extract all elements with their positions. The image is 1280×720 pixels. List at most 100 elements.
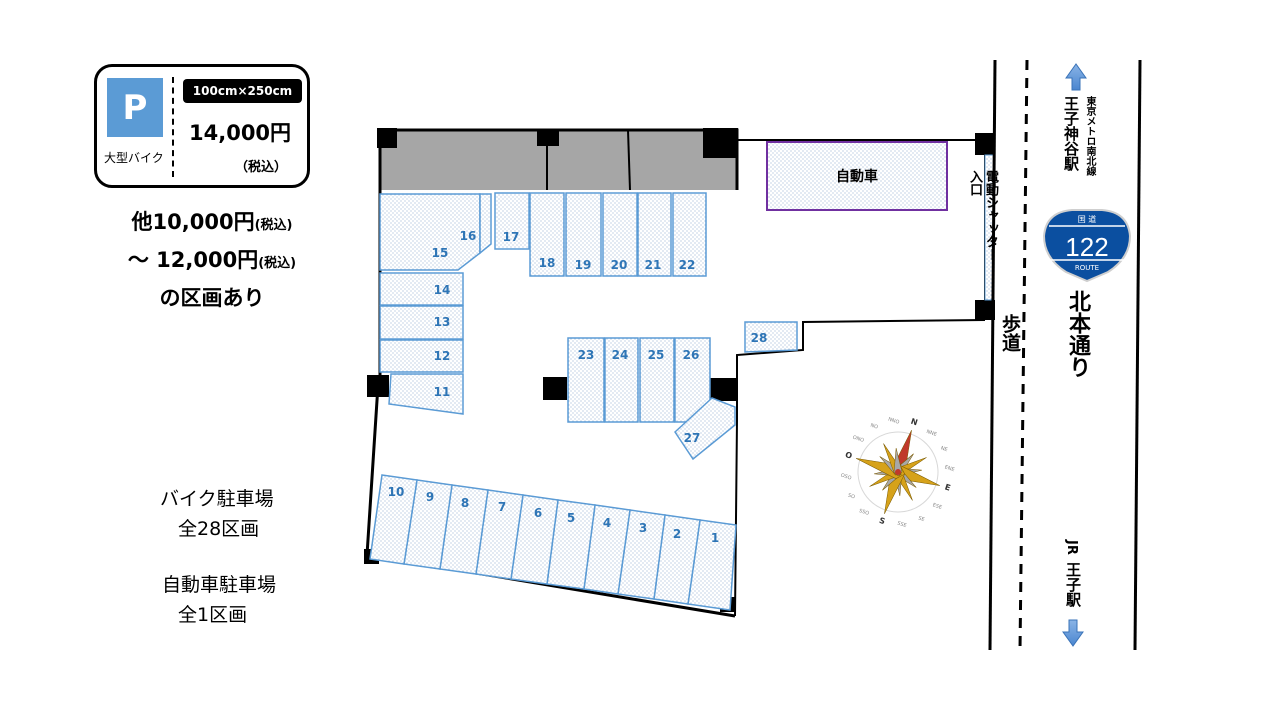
price-range-note: 他10,000円(税込) ～ 12,000円(税込) の区画あり: [96, 205, 328, 316]
route-122-sign-icon: 国 道 122 ROUTE: [1042, 209, 1132, 283]
car-space: [766, 141, 948, 211]
bike-space-number: 24: [612, 348, 629, 362]
bike-space-10: [369, 474, 418, 565]
bike-space-13: [379, 305, 464, 340]
bike-space-number: 3: [639, 521, 647, 535]
car-parking-count: 全1区画: [178, 604, 248, 626]
bike-space-number: 1: [711, 531, 719, 545]
compass-point: [893, 448, 903, 477]
range-line-1: 他10,000円: [131, 210, 255, 234]
bike-space-18: [529, 192, 565, 277]
bike-space-number: 21: [645, 258, 662, 272]
compass-label: SSO: [858, 508, 870, 517]
bike-space-20: [602, 192, 638, 277]
bike-space-number: 18: [539, 256, 556, 270]
compass-label: SSE: [896, 520, 907, 529]
bike-space-25: [639, 337, 675, 423]
south-station-name: 王子駅: [1064, 562, 1082, 607]
road-name: 北本通り: [1065, 290, 1090, 378]
route-header: 国 道: [1078, 214, 1097, 224]
bike-space-number: 10: [388, 485, 405, 499]
bike-totals: バイク駐車場 全28区画: [160, 484, 274, 544]
route-number: 122: [1065, 232, 1108, 262]
bike-space-19: [565, 192, 602, 277]
car-space-label: 自動車: [836, 168, 878, 185]
bike-space-number: 11: [434, 385, 451, 399]
compass-label: OSO: [840, 472, 852, 481]
bike-space-number: 5: [567, 511, 575, 525]
bike-space-22: [672, 192, 707, 277]
bike-space-number: 8: [461, 496, 469, 510]
bike-space-17: [494, 192, 530, 250]
size-badge: 100cm×250cm: [183, 79, 302, 103]
bike-space-number: 23: [578, 348, 595, 362]
compass-label: SE: [917, 515, 925, 523]
bike-space-number: 12: [434, 349, 451, 363]
bike-space-number: 16: [460, 229, 477, 243]
bike-parking-label: バイク駐車場: [160, 488, 274, 510]
card-divider: [172, 77, 174, 177]
bike-space-number: 15: [432, 246, 449, 260]
compass-label: NNO: [887, 417, 900, 426]
shutter-entrance-label: 電動シャッター入口: [966, 170, 998, 261]
building-walls: [364, 128, 995, 618]
compass-label: O: [844, 450, 853, 461]
compass-label: NE: [940, 445, 948, 453]
bike-space-number: 20: [611, 258, 628, 272]
compass-label: NNE: [925, 429, 937, 438]
bike-space-number: 27: [684, 431, 701, 445]
bike-space-23: [567, 337, 605, 423]
bike-space-number: 28: [751, 331, 768, 345]
tax-note: （税込）: [235, 160, 288, 175]
north-station-name: 王子神谷駅: [1062, 96, 1080, 171]
bike-space-12: [379, 339, 464, 373]
bike-space-number: 19: [575, 258, 592, 272]
entrance-label: 入口: [967, 170, 982, 196]
range-line-3: の区画あり: [159, 286, 265, 310]
compass-label: NO: [869, 423, 878, 431]
sidewalk-label: 歩道: [999, 314, 1021, 352]
bike-space-11: [388, 373, 464, 415]
compass-label: ESE: [932, 502, 943, 511]
compass-label: ENE: [944, 464, 955, 473]
compass-label: ONO: [852, 435, 865, 444]
bike-space-15: [379, 193, 481, 271]
parking-icon: P: [107, 78, 163, 137]
bike-space-number: 7: [498, 500, 506, 514]
north-arrow-icon: [1065, 63, 1087, 91]
bike-space-28: [744, 321, 798, 353]
bike-parking-count: 全28区画: [178, 518, 260, 540]
compass-label: N: [910, 417, 919, 428]
bike-space-number: 22: [679, 258, 696, 272]
bike-space-21: [637, 192, 672, 277]
bike-space-number: 2: [673, 527, 681, 541]
compass-label: S: [878, 516, 886, 526]
range-line-2-tax: (税込): [258, 256, 297, 271]
shutter-label: 電動シャッター: [983, 170, 998, 261]
compass-label: E: [944, 482, 952, 492]
bike-space-number: 14: [434, 283, 451, 297]
north-station-label: 東京メトロ南北線王子神谷駅: [1062, 96, 1098, 176]
bike-space-16: [479, 193, 492, 255]
vehicle-type-label: 大型バイク: [104, 151, 164, 165]
compass-center: [895, 469, 901, 475]
bike-space-number: 17: [503, 230, 520, 244]
monthly-price: 14,000円: [189, 121, 292, 145]
bike-space-27: [674, 397, 736, 461]
price-card: P 大型バイク 100cm×250cm 14,000円 （税込）: [94, 64, 310, 188]
compass-label: SO: [847, 493, 856, 501]
bike-space-number: 26: [683, 348, 700, 362]
bike-space-24: [604, 337, 639, 423]
north-line-name: 東京メトロ南北線: [1084, 96, 1095, 176]
south-arrow-icon: [1062, 619, 1084, 647]
bike-space-number: 9: [426, 490, 434, 504]
range-line-2: ～ 12,000円: [127, 248, 259, 272]
car-totals: 自動車駐車場 全1区画: [162, 570, 276, 630]
bike-space-number: 4: [603, 516, 611, 530]
south-line-name: JR: [1064, 540, 1079, 555]
road: [988, 59, 1142, 651]
bike-space-number: 25: [648, 348, 665, 362]
